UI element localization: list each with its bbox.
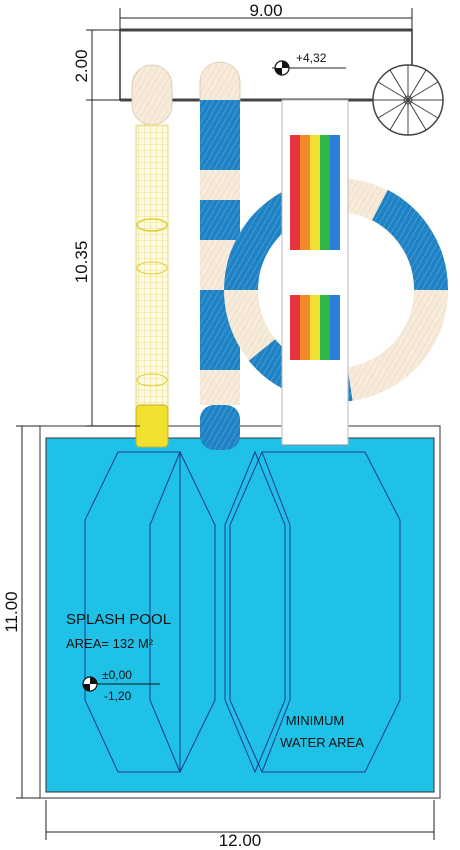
splash-pool [39,425,441,799]
pool-water [45,437,435,793]
minimum-water-area-outline [84,450,401,774]
pool-name: SPLASH POOL [66,611,171,628]
dim-top-height: 2.00 [72,49,91,82]
pool-area: AREA= 132 M² [66,636,154,651]
stair-tower [281,99,349,446]
yellow-tube-slide [131,64,173,448]
dimension-lines [16,8,435,840]
spiral-staircase [372,64,444,136]
water-zone-label-line2: WATER AREA [280,735,364,750]
dim-pool-length: 11.00 [2,591,21,632]
dim-tower-height: 10.35 [72,241,91,284]
level-marker-top-icon [274,60,290,76]
dim-top-width: 9.00 [249,1,282,20]
water-zone-label-line1: MINIMUM [286,713,345,728]
level-marker-pool-icon [82,676,160,692]
level-top: +4,32 [296,51,327,65]
dim-pool-width: 12.00 [219,831,262,850]
level-pool-surface: ±0,00 [102,668,132,682]
level-pool-depth: -1,20 [104,689,132,703]
